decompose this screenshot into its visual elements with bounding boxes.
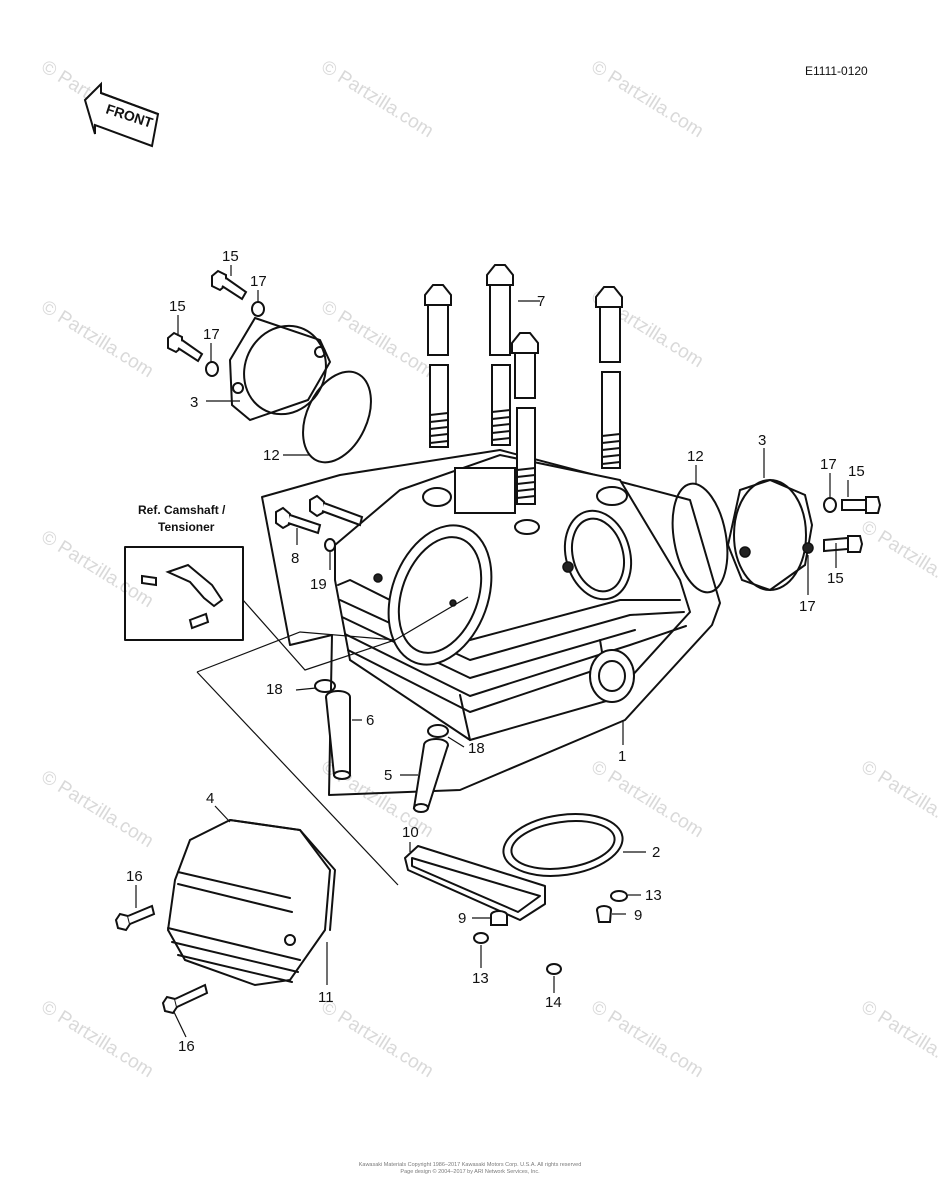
callout-13: 13 [472,970,489,987]
callout-labels: 1 2 3 3 4 5 6 7 8 9 9 10 11 12 12 13 13 … [126,248,865,1055]
callout-16: 16 [178,1038,195,1055]
ref-box-title-2: Tensioner [158,520,215,534]
washer-17 [823,497,837,513]
callout-4: 4 [206,790,214,807]
callout-12: 12 [263,447,280,464]
ref-box-title-1: Ref. Camshaft / [138,503,226,517]
bolt-15 [841,496,882,514]
washer-17 [205,361,219,377]
watermark: © Partzilla.com [587,756,707,842]
callout-5: 5 [384,767,392,784]
watermark: © Partzilla.com [587,996,707,1082]
gasket-10 [404,845,546,921]
washer-19 [324,538,336,552]
watermark: © Partzilla.com [37,766,157,852]
o-ring-2 [502,813,624,877]
watermark: © Partzilla.com [317,296,437,382]
callout-3: 3 [758,432,766,449]
watermark: © Partzilla.com [587,56,707,142]
callout-8: 8 [291,550,299,567]
callout-2: 2 [652,844,660,861]
stud-bolt [595,286,623,469]
footer: Kawasaki Materials Copyright 1986–2017 K… [359,1162,582,1175]
callout-11: 11 [318,989,334,1006]
seal-18 [314,679,336,693]
watermark: © Partzilla.com [857,756,940,842]
cover-boundary [196,596,469,673]
callout-9: 9 [634,907,642,924]
stud-bolt [424,284,452,448]
callout-15: 15 [169,298,186,315]
callout-14: 14 [545,994,562,1011]
callout-19: 19 [310,576,327,593]
valve-guide-6 [325,690,351,780]
cover-boundary [196,671,399,886]
watermark: © Partzilla.com [37,996,157,1082]
callout-17: 17 [250,273,267,290]
callout-18: 18 [468,740,485,757]
bolt-16 [161,983,209,1015]
callout-10: 10 [402,824,419,841]
callout-15: 15 [222,248,239,265]
ref-leader [242,599,396,671]
seal-18 [427,724,449,738]
watermark: © Partzilla.com [317,56,437,142]
watermark: © Partzilla.com [317,996,437,1082]
watermark: © Partzilla.com [37,296,157,382]
stud-bolts [424,264,623,505]
bolt-8 [309,494,364,527]
bolt-15 [211,269,248,301]
washer-17 [251,301,265,317]
callout-9: 9 [458,910,466,927]
front-arrow-icon: FRONT [83,81,160,148]
right-port-cover [726,478,814,592]
diagram-code: E1111-0120 [805,64,868,78]
bolt-15 [823,535,864,553]
watermark: © Partzilla.com [857,516,940,602]
cylinder-head [261,449,721,796]
callout-17: 17 [820,456,837,473]
callout-15: 15 [848,463,865,480]
washer-13 [473,932,489,944]
callout-17: 17 [799,598,816,615]
bolt-15 [167,331,204,363]
ref-camshaft-tensioner-box: Ref. Camshaft / Tensioner [124,503,244,641]
right-o-ring [671,482,729,594]
washer-13 [610,890,628,902]
valve-guide-5 [412,738,449,813]
left-port-cover [228,316,332,422]
washer-14 [546,963,562,975]
stud-bolt [486,264,514,446]
watermark: © Partzilla.com [37,526,157,612]
footer-copyright-2: Page design © 2004–2017 by ARI Network S… [400,1168,540,1175]
callout-3: 3 [190,394,198,411]
head-cover [166,818,336,987]
callout-12: 12 [687,448,704,465]
callout-18: 18 [266,681,283,698]
dowel-9 [596,905,612,923]
footer-copyright-1: Kawasaki Materials Copyright 1986–2017 K… [359,1162,582,1168]
callout-16: 16 [126,868,143,885]
bolt-16 [114,904,156,932]
callout-15: 15 [827,570,844,587]
left-o-ring [302,370,372,464]
callout-17: 17 [203,326,220,343]
bolt-8 [275,506,322,535]
callout-1: 1 [618,748,626,765]
leader-lines [135,265,849,1038]
dowel-9 [490,910,508,926]
callout-7: 7 [537,293,545,310]
callout-13: 13 [645,887,662,904]
stud-bolt [511,332,539,505]
watermark: © Partzilla.com [857,996,940,1082]
callout-6: 6 [366,712,374,729]
